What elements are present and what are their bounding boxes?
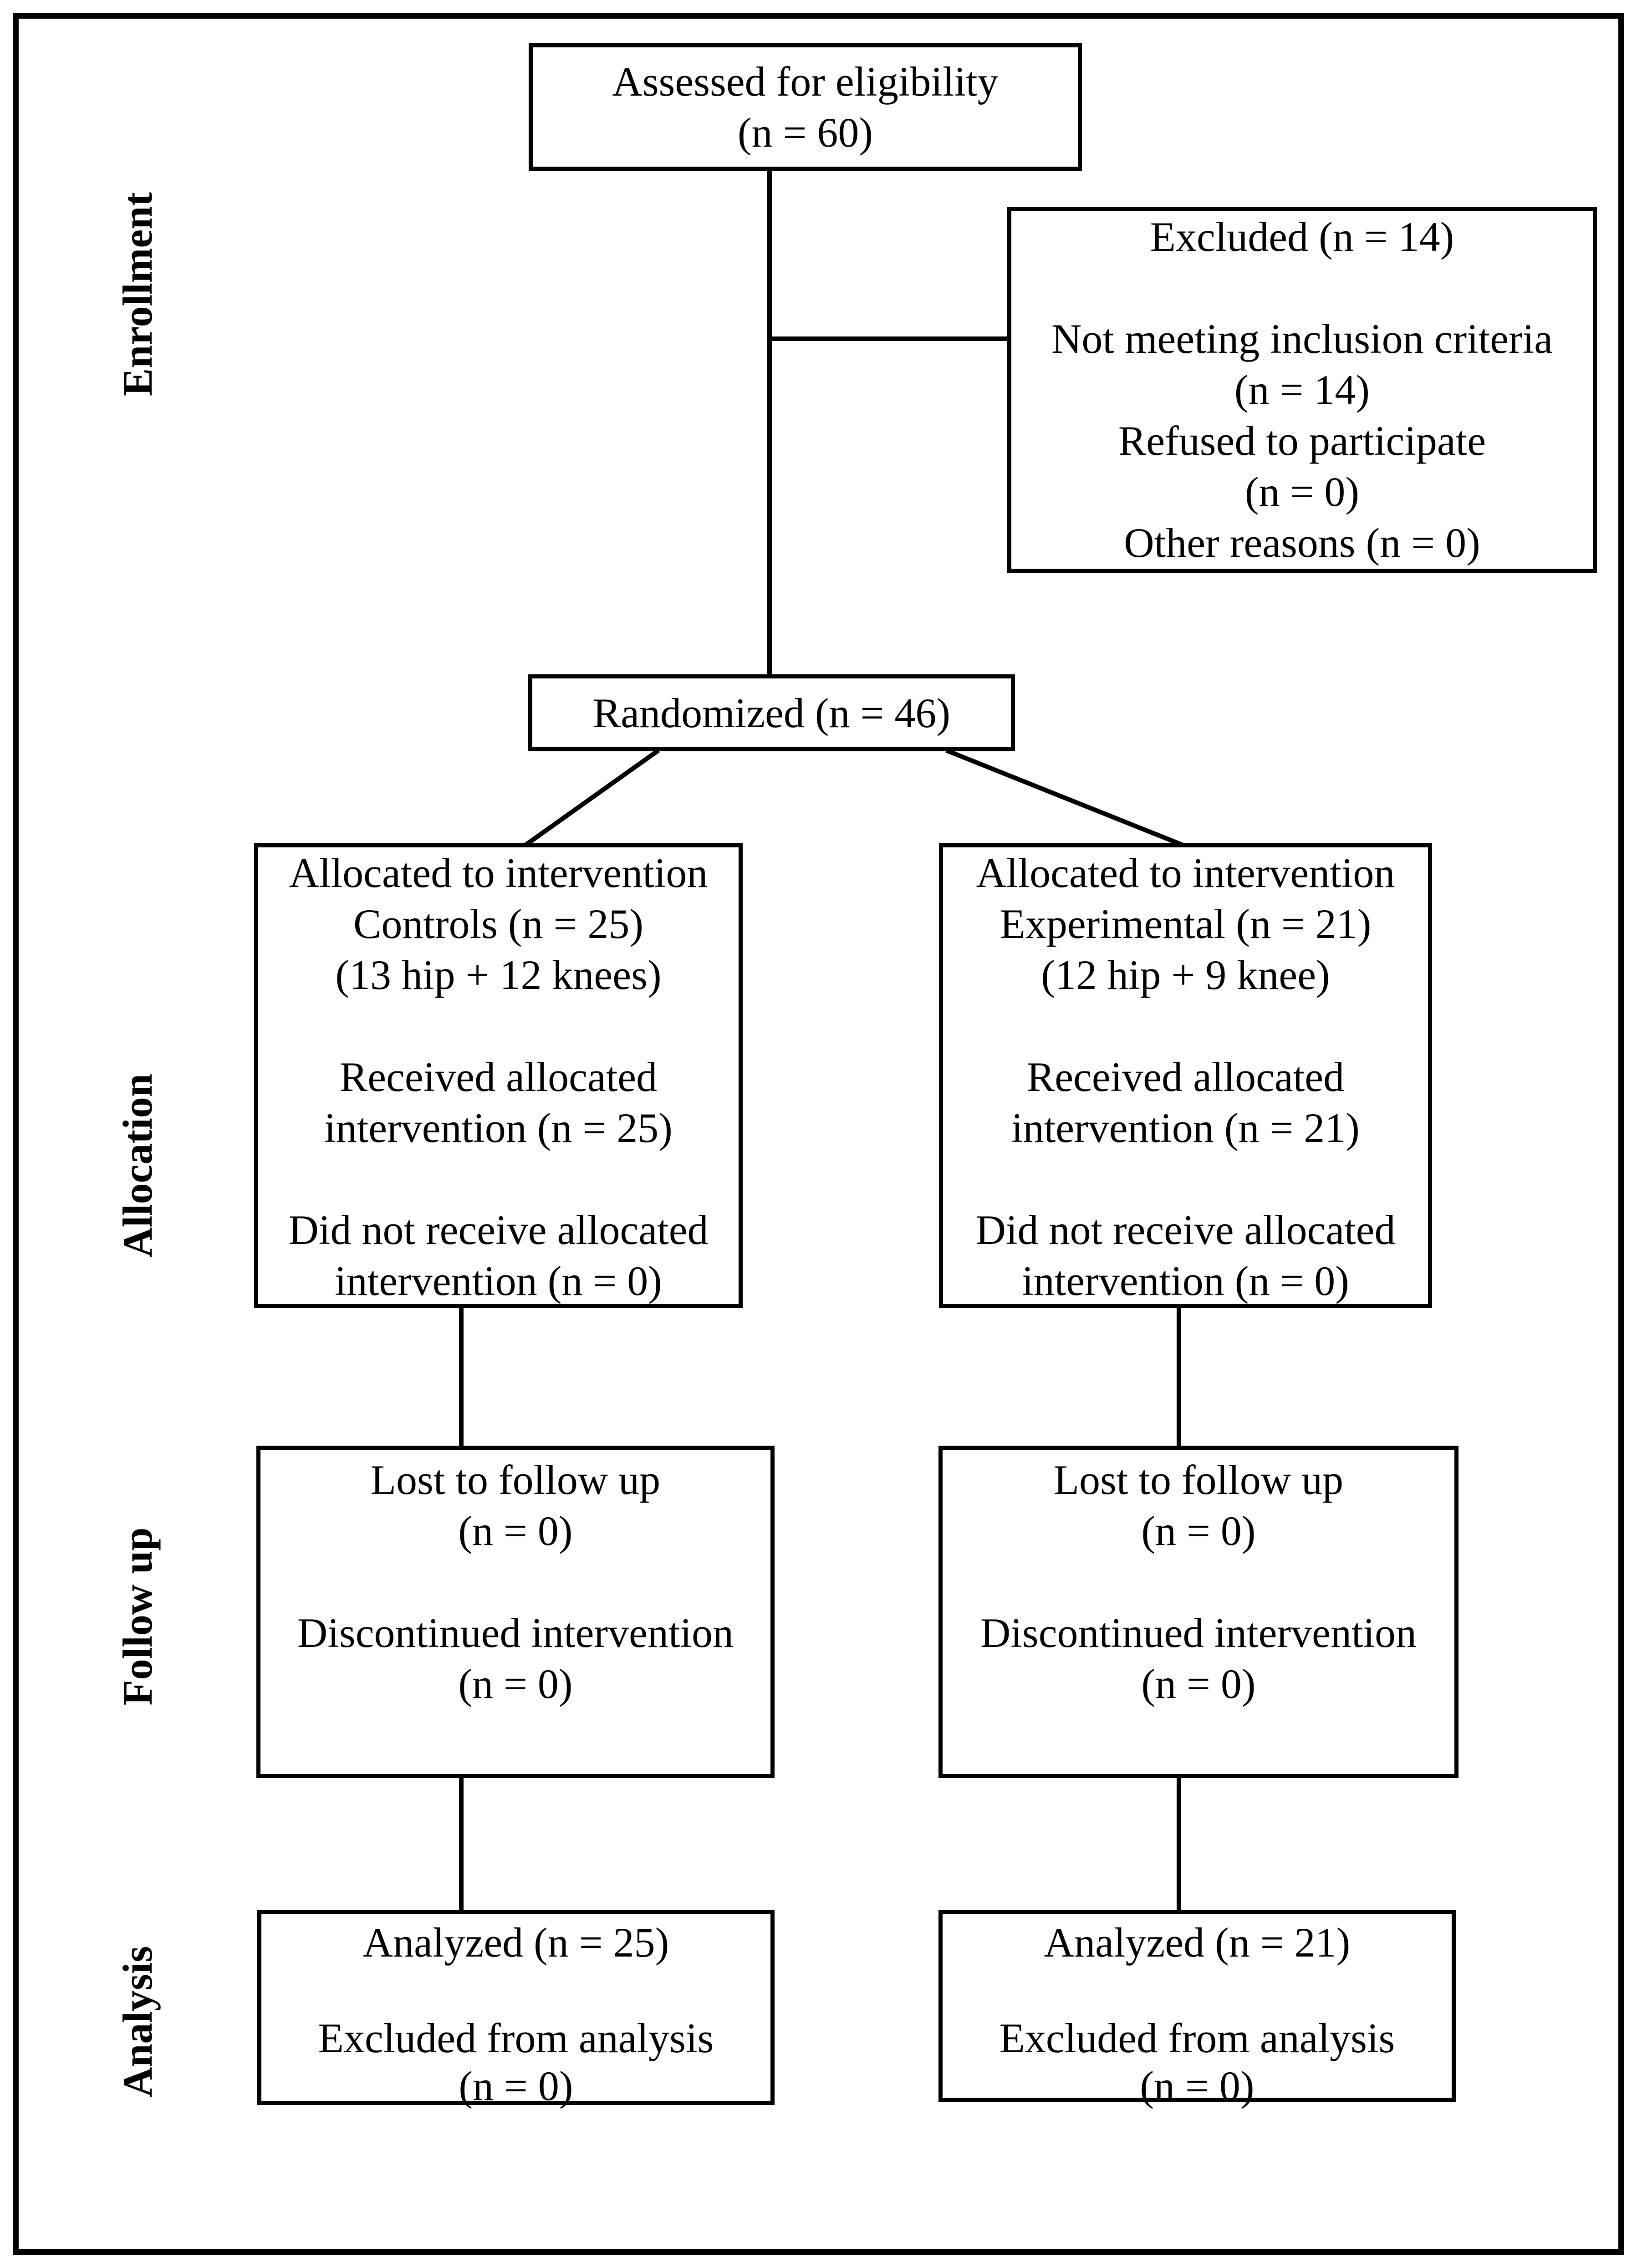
stage-label-allocation: Allocation [114, 1074, 161, 1258]
box-randomized: Randomized (n = 46) [528, 674, 1015, 751]
box-assessed-for-eligibility: Assessed for eligibility (n = 60) [529, 43, 1082, 171]
analysis-controls-text: Analyzed (n = 25) Excluded from analysis… [318, 1919, 714, 2109]
figure-border [13, 13, 1624, 2255]
box-analysis-controls: Analyzed (n = 25) Excluded from analysis… [257, 1910, 775, 2109]
stage-label-enrollment: Enrollment [114, 192, 161, 397]
assessed-text: Assessed for eligibility (n = 60) [612, 58, 999, 156]
followup-controls-text: Lost to follow up (n = 0) Discontinued i… [297, 1457, 734, 1707]
stage-label-analysis: Analysis [114, 1946, 161, 2098]
analysis-experimental-text: Analyzed (n = 21) Excluded from analysis… [999, 1919, 1395, 2109]
allocation-controls-text: Allocated to intervention Controls (n = … [288, 850, 709, 1304]
connector-randomized-to-experimental [945, 748, 1186, 848]
box-allocation-controls: Allocated to intervention Controls (n = … [254, 843, 743, 1308]
box-followup-experimental: Lost to follow up (n = 0) Discontinued i… [938, 1446, 1459, 1778]
excluded-text: Excluded (n = 14) Not meeting inclusion … [1051, 214, 1553, 566]
allocation-experimental-text: Allocated to intervention Experimental (… [975, 850, 1396, 1304]
stage-label-followup: Follow up [114, 1527, 161, 1706]
randomized-text: Randomized (n = 46) [592, 689, 951, 736]
followup-experimental-text: Lost to follow up (n = 0) Discontinued i… [980, 1457, 1417, 1707]
connector-randomized-to-controls [523, 748, 660, 848]
box-allocation-experimental: Allocated to intervention Experimental (… [939, 843, 1432, 1308]
box-analysis-experimental: Analyzed (n = 21) Excluded from analysis… [938, 1910, 1456, 2109]
box-excluded: Excluded (n = 14) Not meeting inclusion … [1007, 207, 1597, 573]
box-followup-controls: Lost to follow up (n = 0) Discontinued i… [256, 1446, 775, 1778]
